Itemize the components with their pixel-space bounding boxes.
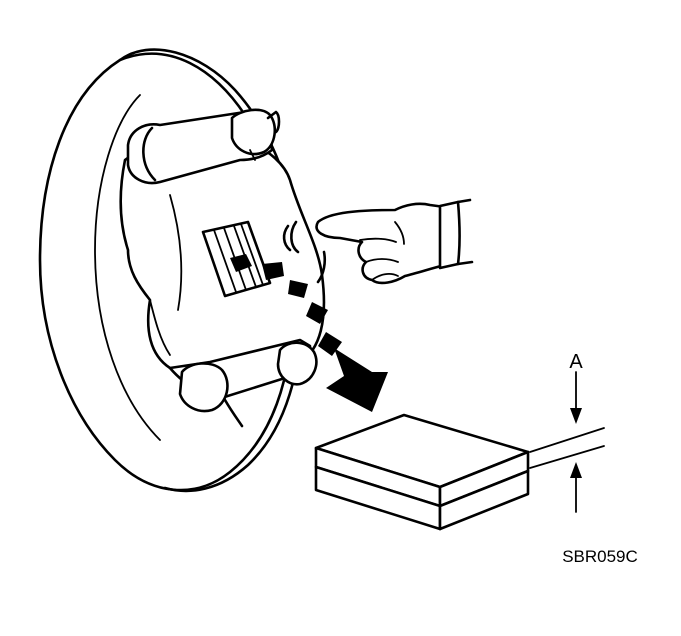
brake-pad [314, 413, 530, 531]
brake-caliper [119, 108, 326, 428]
dashed-pointer-arrow [230, 254, 388, 412]
thickness-dimension: A [529, 351, 605, 513]
figure-code: SBR059C [562, 547, 638, 566]
pointing-hand [282, 198, 474, 285]
dimension-label: A [569, 351, 583, 373]
